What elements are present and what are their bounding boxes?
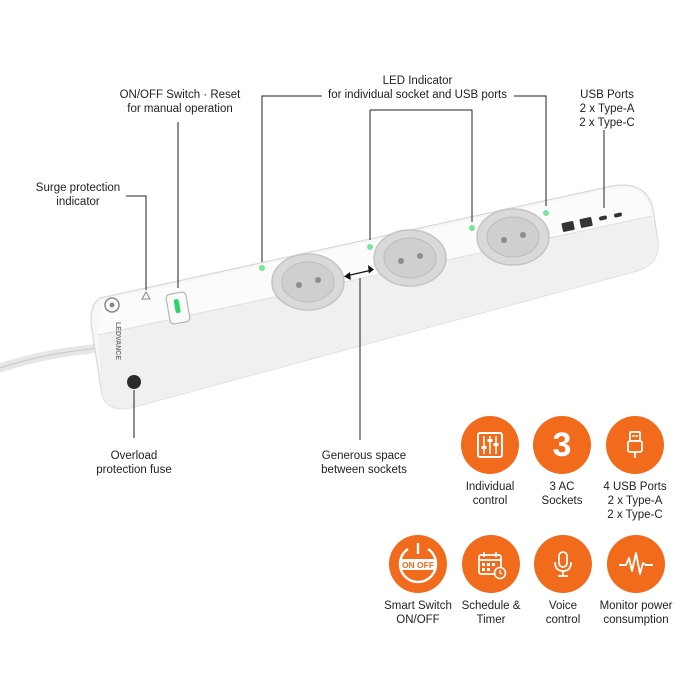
- feature-label-line: Individual: [465, 481, 515, 493]
- usb-callout-line-3: 2 x Type-C: [579, 117, 635, 129]
- switch-callout-line-1: ON/OFF Switch · Reset: [119, 89, 241, 101]
- feature-label-line: control: [472, 495, 508, 507]
- feature-label-line: Sockets: [541, 495, 583, 507]
- led-callout-line-2: for individual socket and USB ports: [328, 89, 507, 101]
- feature-label-line: control: [545, 614, 581, 626]
- fuse-callout-line-2: protection fuse: [96, 464, 172, 476]
- feature-smart-switch: ON OFF Smart Switch ON/OFF: [363, 535, 473, 627]
- feature-label-line: consumption: [603, 614, 669, 626]
- feature-label-line: Schedule &: [461, 600, 521, 612]
- feature-label-line: Voice: [548, 600, 578, 612]
- switch-callout-line-2: for manual operation: [127, 103, 233, 115]
- led-indicator-callout: LED Indicator for individual socket and …: [300, 74, 535, 102]
- feature-label-line: 3 AC: [549, 481, 575, 493]
- feature-usb-ports: 4 USB Ports 2 x Type-A 2 x Type-C: [580, 416, 690, 522]
- surge-callout-line-1: Surge protection: [35, 182, 121, 194]
- usb-plug-icon: [606, 416, 664, 474]
- feature-voice-control: Voice control: [508, 535, 618, 627]
- feature-label-line: Smart Switch: [384, 600, 452, 612]
- feature-label-line: 4 USB Ports: [603, 481, 667, 493]
- feature-label-line: ON/OFF: [396, 614, 440, 626]
- feature-individual-control: Individual control: [435, 416, 545, 508]
- feature-schedule-timer: Schedule & Timer: [436, 535, 546, 627]
- brand-logo-text: LEDVANCE: [114, 322, 121, 360]
- feature-label-line: 2 x Type-A: [607, 495, 663, 507]
- microphone-icon: [534, 535, 592, 593]
- switch-callout: ON/OFF Switch · Reset for manual operati…: [110, 88, 250, 116]
- usb-callout: USB Ports 2 x Type-A 2 x Type-C: [568, 88, 646, 130]
- sliders-icon: [461, 416, 519, 474]
- usb-callout-line-2: 2 x Type-A: [579, 103, 635, 115]
- space-callout-line-1: Generous space: [321, 450, 407, 462]
- feature-ac-sockets: 3 3 AC Sockets: [507, 416, 617, 508]
- calendar-clock-icon: [462, 535, 520, 593]
- surge-callout-line-2: indicator: [56, 196, 100, 208]
- space-callout: Generous space between sockets: [308, 449, 420, 477]
- usb-callout-line-1: USB Ports: [580, 89, 634, 101]
- feature-monitor-power: Monitor power consumption: [581, 535, 691, 627]
- number-3-icon: 3: [533, 416, 591, 474]
- led-callout-line-1: LED Indicator: [382, 75, 453, 87]
- on-off-icon: ON OFF: [389, 535, 447, 593]
- socket-count: 3: [552, 426, 572, 464]
- feature-label-line: Monitor power: [599, 600, 673, 612]
- fuse-callout-line-1: Overload: [110, 450, 158, 462]
- fuse-callout: Overload protection fuse: [84, 449, 184, 477]
- surge-callout: Surge protection indicator: [28, 181, 128, 209]
- space-callout-line-2: between sockets: [321, 464, 407, 476]
- on-off-badge-text: ON OFF: [402, 560, 434, 570]
- pulse-icon: [607, 535, 665, 593]
- feature-label-line: Timer: [476, 614, 506, 626]
- feature-label-line: 2 x Type-C: [607, 509, 663, 521]
